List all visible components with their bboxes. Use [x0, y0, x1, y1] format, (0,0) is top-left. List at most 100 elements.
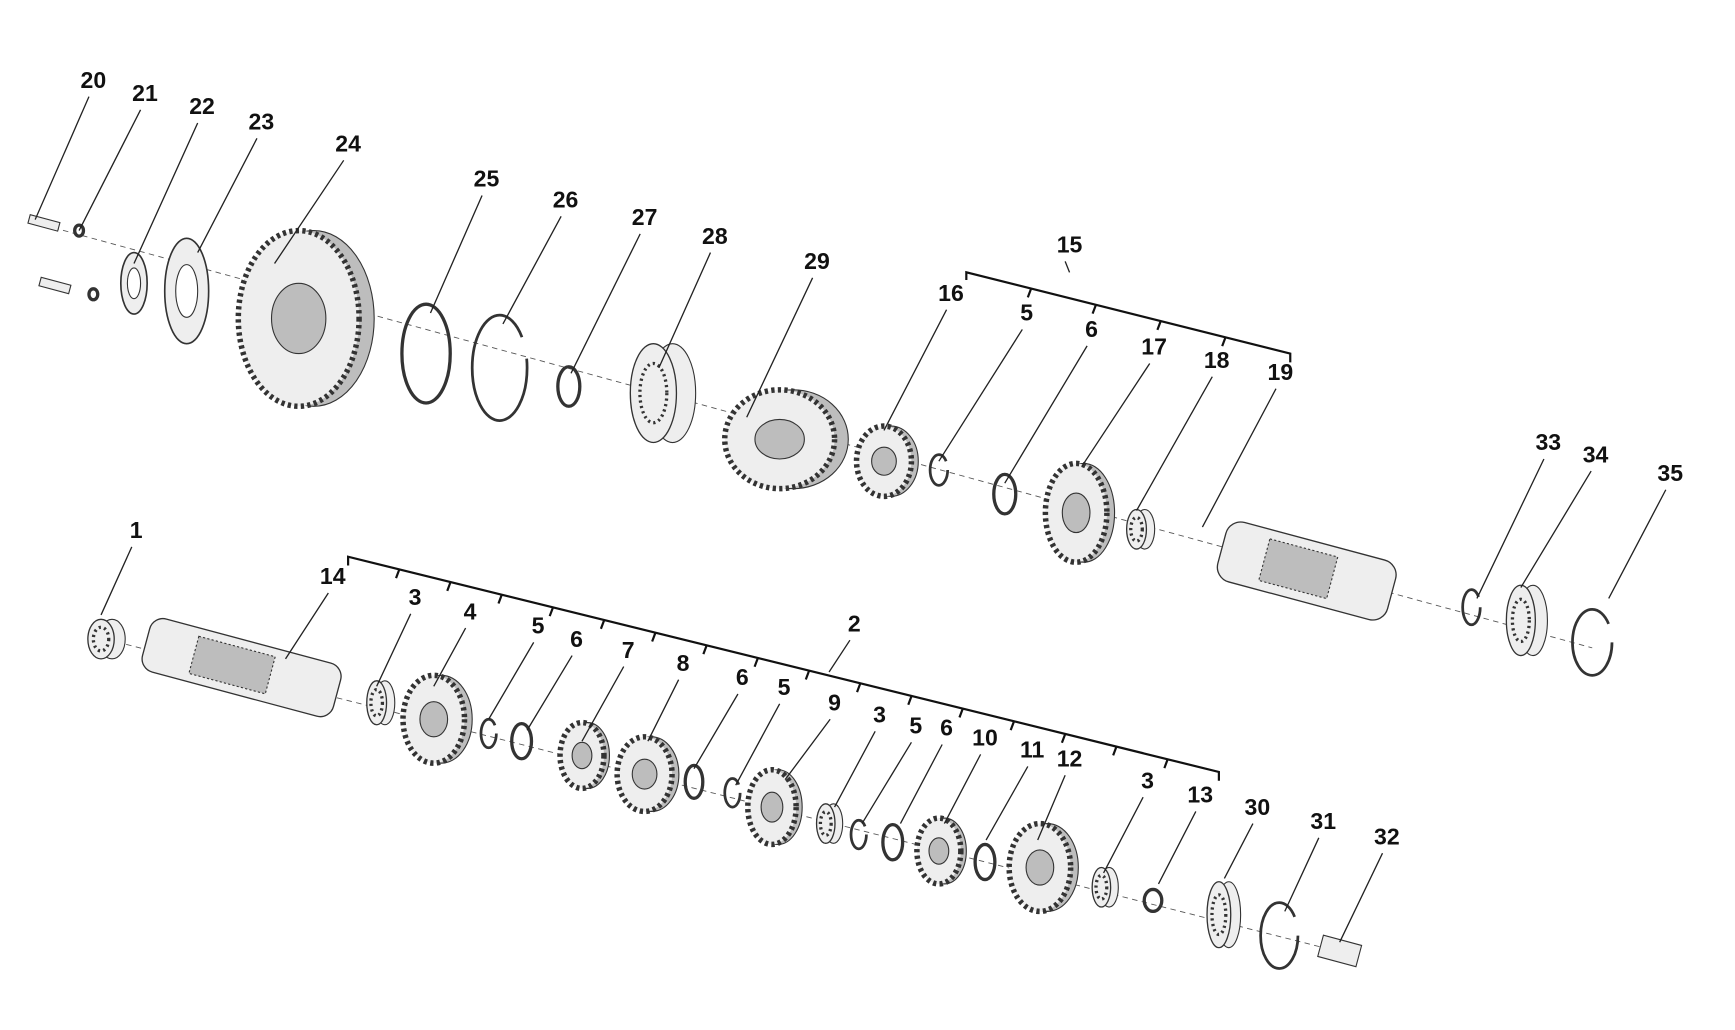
part-number-label: 8	[677, 650, 690, 676]
lock-plate-22	[119, 251, 148, 315]
bracket-tick	[446, 581, 452, 592]
part-number-label: 1	[130, 517, 143, 543]
leader-line	[883, 309, 948, 431]
part-number-label: 7	[622, 637, 635, 663]
circlip-35	[1571, 608, 1614, 677]
needle-bearing-3b	[815, 803, 844, 844]
leader-line	[735, 703, 781, 786]
leader-line	[1004, 345, 1088, 484]
bracket-tick	[907, 695, 913, 706]
leader-line	[1201, 388, 1277, 528]
part-number-label: 3	[409, 584, 422, 610]
bracket-tick	[753, 657, 759, 668]
part-number-label: 5	[778, 674, 791, 700]
part-number-label: 11	[1020, 737, 1045, 763]
leader-line	[197, 138, 258, 253]
leader-line	[943, 754, 982, 824]
leader-line	[1223, 823, 1254, 879]
bracket-2	[347, 555, 1220, 781]
circlip-31	[1259, 901, 1300, 970]
gear-4	[400, 672, 473, 766]
leader-line	[502, 216, 562, 325]
leader-line	[1135, 376, 1213, 511]
washer-6a	[510, 721, 534, 761]
circlip-5b	[723, 777, 742, 809]
part-number-label: 13	[1187, 782, 1213, 808]
leader-line	[746, 277, 814, 418]
bearing-34	[1505, 584, 1548, 657]
part-number-label: 23	[249, 109, 275, 135]
leader-line	[570, 233, 641, 374]
bracket-tick	[1026, 288, 1033, 298]
part-number-label: 31	[1310, 808, 1336, 834]
part-number-label: 20	[81, 67, 107, 93]
needle-bearing-3a	[366, 680, 396, 726]
part-number-label: 33	[1535, 429, 1561, 455]
leader-line	[784, 718, 831, 781]
washer-6	[992, 472, 1018, 516]
leader-line	[1476, 458, 1545, 599]
leader-line	[34, 96, 90, 220]
washer-21b	[87, 287, 100, 302]
needle-bearing-18	[1125, 508, 1156, 550]
needle-bearing-3c	[1091, 866, 1119, 908]
part-number-label: 3	[1141, 767, 1154, 793]
part-number-label: 9	[828, 689, 841, 715]
circlip-26	[470, 313, 529, 422]
leader-line	[1339, 852, 1384, 943]
bushing-1	[87, 618, 126, 660]
leader-line	[488, 642, 535, 720]
retainer-23	[163, 237, 210, 345]
part-number-label: 32	[1374, 823, 1400, 849]
bracket-15	[965, 270, 1292, 363]
bracket-tick	[804, 670, 811, 680]
leader-line	[100, 546, 133, 616]
part-number-label: 27	[632, 204, 658, 230]
bracket-tick	[1060, 733, 1067, 744]
bolt-20a	[27, 214, 61, 232]
washer-11	[973, 842, 997, 882]
seal-25	[400, 302, 452, 405]
leader-line	[133, 122, 199, 264]
part-number-label: 22	[189, 93, 215, 119]
part-number-label: 25	[474, 166, 500, 192]
part-number-label: 14	[320, 563, 346, 589]
leader-line	[376, 613, 412, 687]
leader-line	[693, 693, 739, 769]
washer-13	[1142, 887, 1164, 914]
part-number-label: 5	[532, 613, 545, 639]
leader-line	[658, 252, 712, 369]
leaders-layer	[34, 96, 1667, 943]
part-number-label: 19	[1268, 359, 1294, 385]
bracket-tick	[1009, 720, 1016, 731]
shaft-19	[1216, 521, 1397, 621]
circlip-33	[1461, 588, 1482, 627]
gear-8	[614, 734, 680, 815]
part-number-label: 5	[1020, 300, 1033, 326]
part-number-label: 34	[1583, 441, 1609, 467]
bracket-tick	[1221, 336, 1227, 347]
part-number-label: 6	[1085, 316, 1098, 342]
washer-6c	[881, 823, 905, 862]
washer-21a	[73, 223, 86, 238]
bracket-tick	[702, 644, 708, 655]
leader-line	[284, 592, 329, 660]
bracket-tick	[497, 594, 503, 604]
part-number-label: 15	[1057, 232, 1083, 258]
gear-16	[853, 423, 919, 500]
bracket-tick	[958, 708, 964, 718]
bracket-tick	[1091, 304, 1097, 314]
parts-layer	[27, 214, 1614, 970]
part-number-label: 6	[570, 626, 583, 652]
lower-shaft-axis	[87, 634, 1346, 954]
leader-line	[526, 655, 573, 731]
washer-6b	[683, 763, 705, 800]
gear-12	[1006, 820, 1079, 915]
bracket-tick	[856, 682, 862, 693]
leader-line	[429, 195, 483, 314]
leader-line	[828, 639, 851, 673]
leader-line	[273, 159, 345, 264]
circlip-5c	[849, 818, 868, 851]
